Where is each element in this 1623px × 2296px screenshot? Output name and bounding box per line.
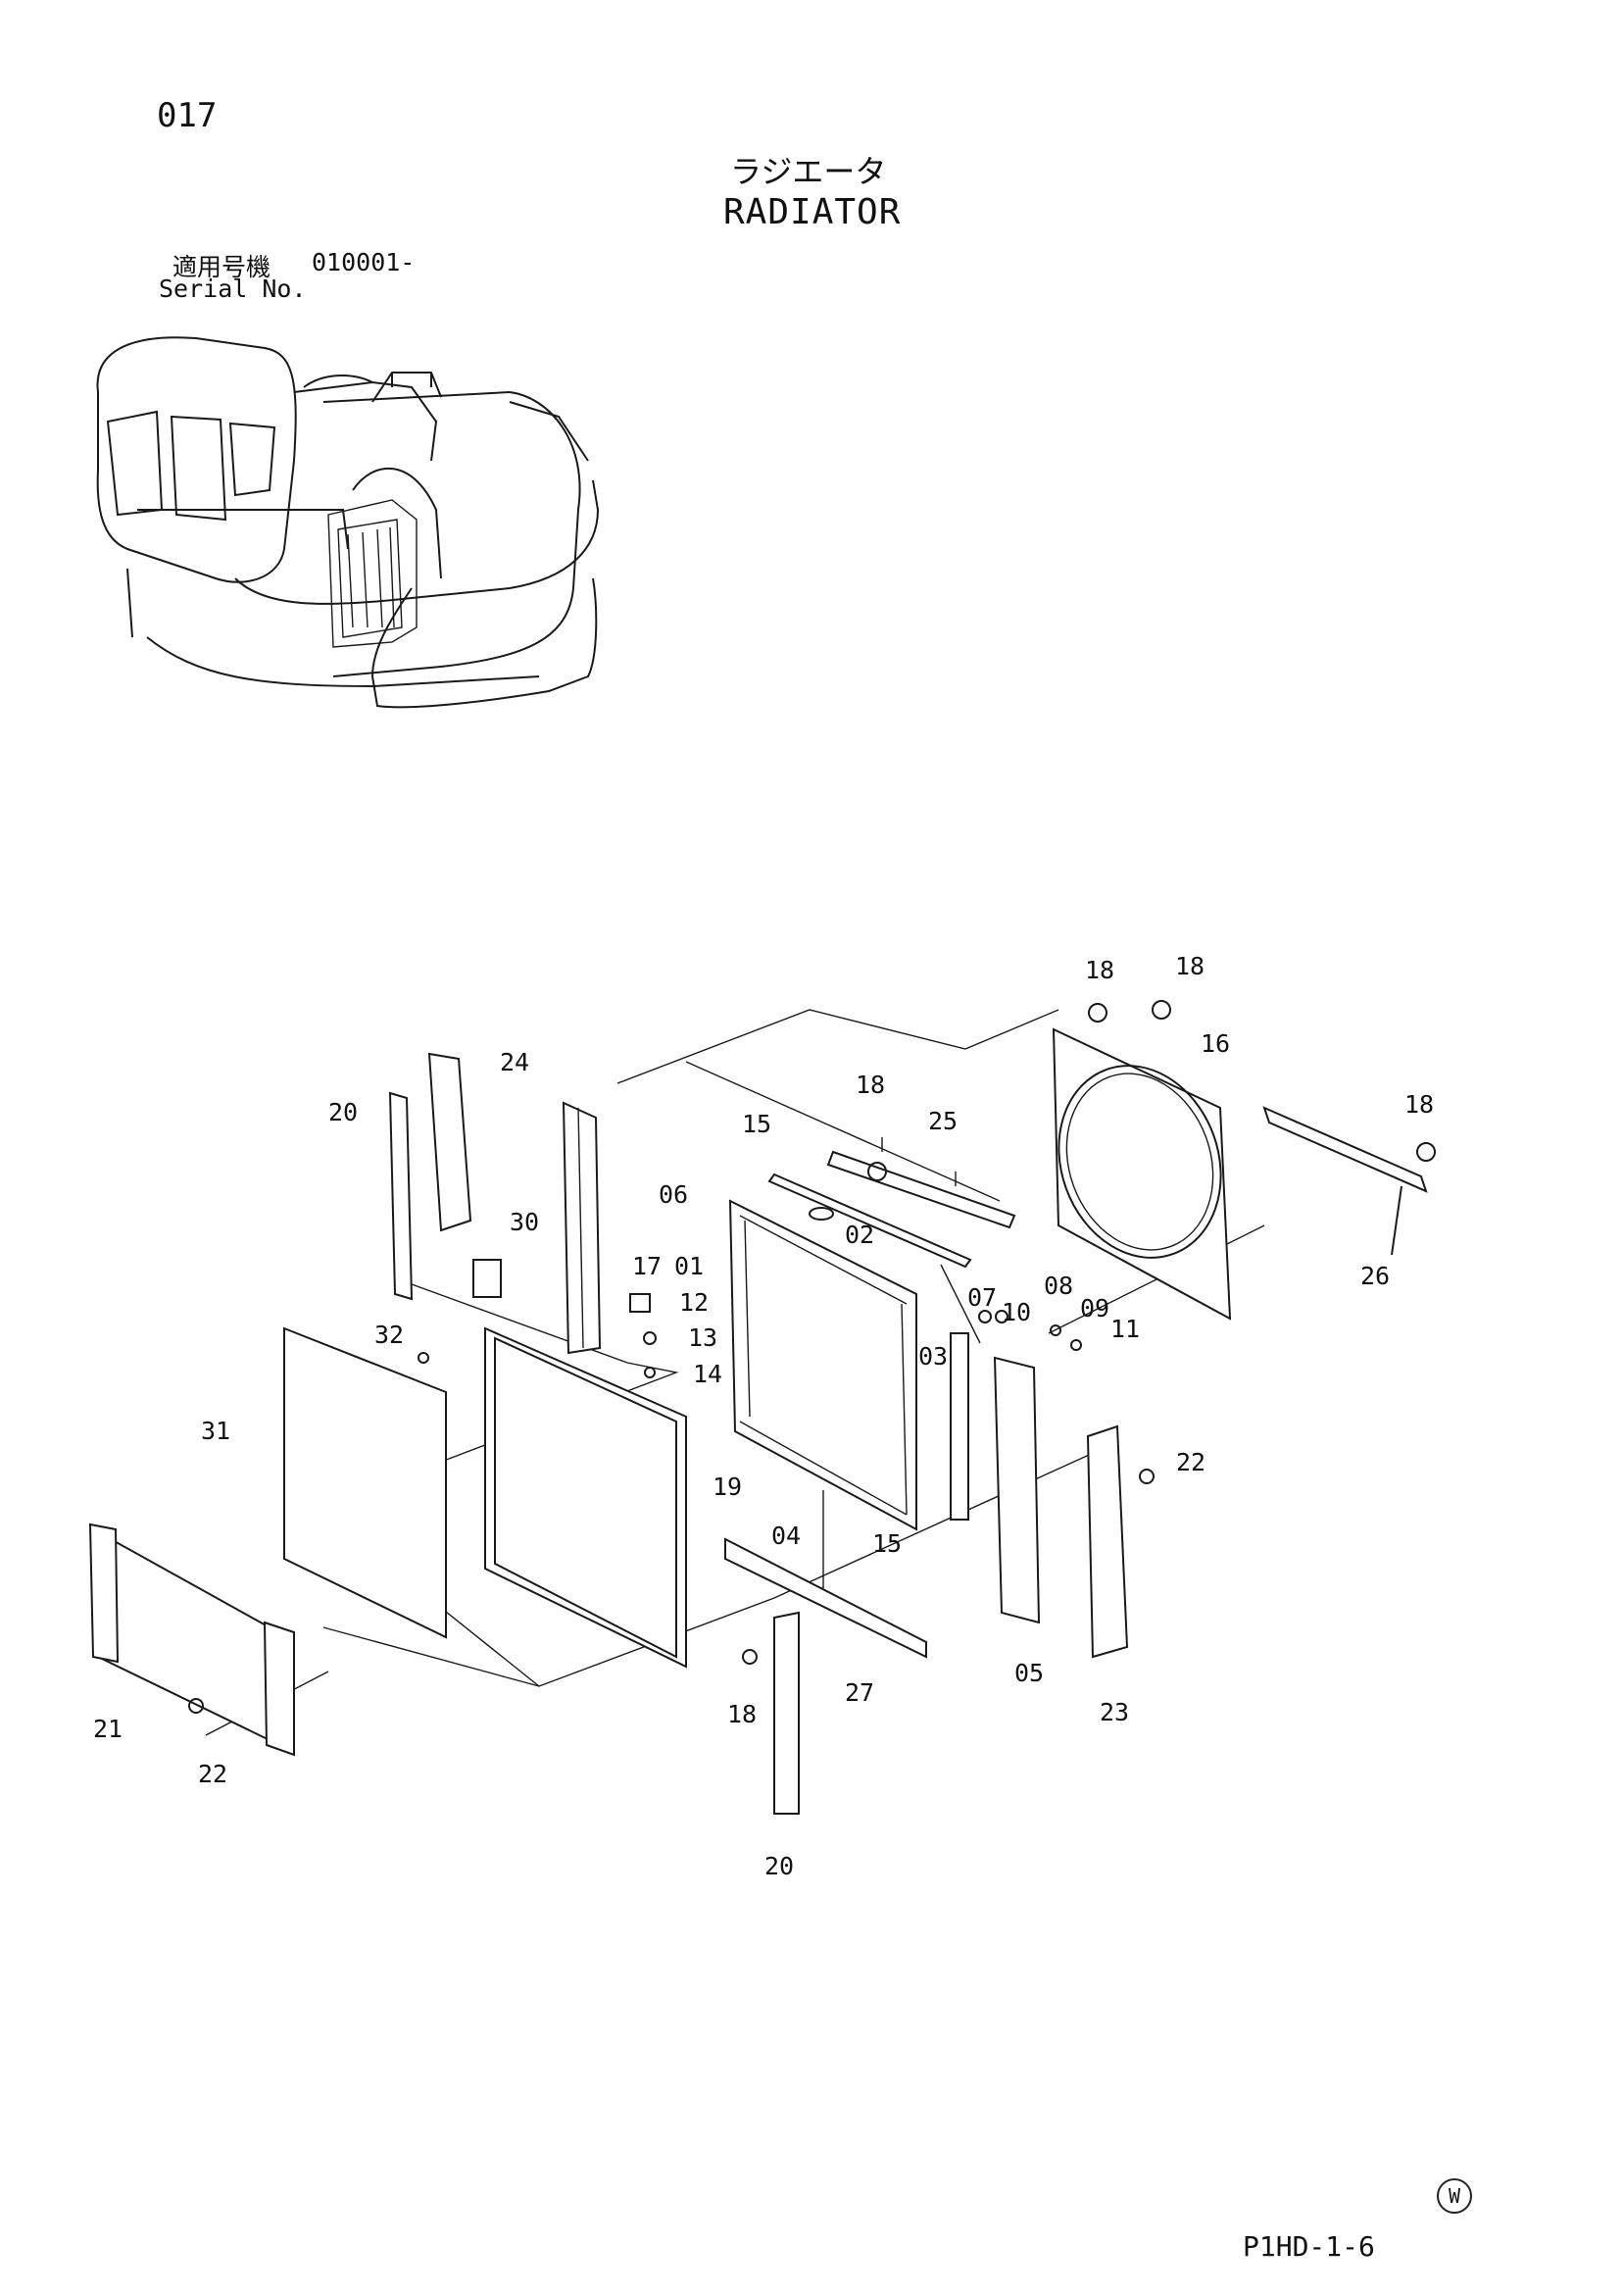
callout-07: 07: [967, 1283, 997, 1312]
title-japanese: ラジエータ: [730, 153, 887, 190]
callout-13: 13: [688, 1323, 717, 1352]
callout-02: 02: [845, 1221, 874, 1249]
plate-part-20-lower: [773, 1611, 800, 1815]
callout-06: 06: [659, 1180, 688, 1209]
panel-part-31: [283, 1326, 447, 1639]
callout-27: 27: [845, 1678, 874, 1707]
callout-26: 26: [1360, 1262, 1390, 1290]
callout-31: 31: [201, 1417, 230, 1445]
callout-22: 22: [1176, 1448, 1205, 1476]
callout-10: 10: [1002, 1298, 1031, 1326]
bracket-part-05: [993, 1356, 1041, 1624]
block-part-30: [472, 1259, 502, 1298]
figure-code: P1HD-1-6: [1243, 2230, 1375, 2263]
callout-20: 20: [764, 1852, 794, 1880]
serial-label-english: Serial No.: [159, 275, 307, 303]
callout-18: 18: [1175, 952, 1205, 980]
fan-shroud-part-16: [1052, 1027, 1232, 1321]
callout-15: 15: [742, 1110, 771, 1138]
bar-part-27: [724, 1537, 927, 1659]
callout-18: 18: [727, 1700, 757, 1728]
callout-24: 24: [500, 1048, 529, 1076]
callout-03: 03: [918, 1342, 948, 1371]
callout-21: 21: [93, 1715, 123, 1743]
serial-label-japanese: 適用号機: [172, 253, 271, 281]
callout-17: 17: [632, 1252, 662, 1280]
watermark-mark: W: [1437, 2178, 1472, 2214]
callout-30: 30: [510, 1208, 539, 1236]
callout-labels: 18 18 16 18 24 18 20 15 25 06 26 30 02 1…: [93, 952, 1434, 1880]
callout-08: 08: [1044, 1272, 1073, 1300]
callout-18: 18: [1404, 1090, 1434, 1119]
callout-22: 22: [198, 1760, 227, 1788]
callout-16: 16: [1201, 1029, 1230, 1058]
callout-25: 25: [928, 1107, 958, 1135]
angle-bar-part-26: [1262, 1106, 1428, 1256]
fasteners: [188, 1000, 1436, 1714]
callout-20: 20: [328, 1098, 358, 1126]
callout-32: 32: [374, 1321, 404, 1349]
callout-11: 11: [1110, 1315, 1140, 1343]
callout-05: 05: [1014, 1659, 1044, 1687]
callout-18: 18: [856, 1071, 885, 1099]
callout-12: 12: [679, 1288, 709, 1317]
cooler-part-21: [88, 1522, 295, 1757]
radiator-core-part-01: [728, 1199, 917, 1531]
seal-part-15: [767, 1173, 972, 1269]
callout-23: 23: [1100, 1698, 1129, 1726]
callout-15: 15: [872, 1529, 902, 1558]
bar-part-25: [826, 1137, 1016, 1229]
page-number: 017: [157, 96, 218, 135]
side-plates-part-20-24: [388, 1052, 472, 1301]
callout-19: 19: [713, 1472, 742, 1501]
callout-04: 04: [771, 1522, 801, 1550]
callout-09: 09: [1080, 1294, 1109, 1323]
excavator-overview-illustration: [96, 336, 600, 709]
stay-part-03: [950, 1332, 969, 1521]
title-english: RADIATOR: [723, 192, 902, 232]
serial-number-value: 010001-: [312, 248, 416, 276]
frame-part-19: [484, 1326, 687, 1669]
callout-01: 01: [674, 1252, 704, 1280]
bracket-part-06: [562, 1101, 602, 1355]
callout-14: 14: [693, 1360, 722, 1388]
callout-18: 18: [1085, 956, 1114, 984]
bracket-part-23: [1086, 1424, 1129, 1659]
